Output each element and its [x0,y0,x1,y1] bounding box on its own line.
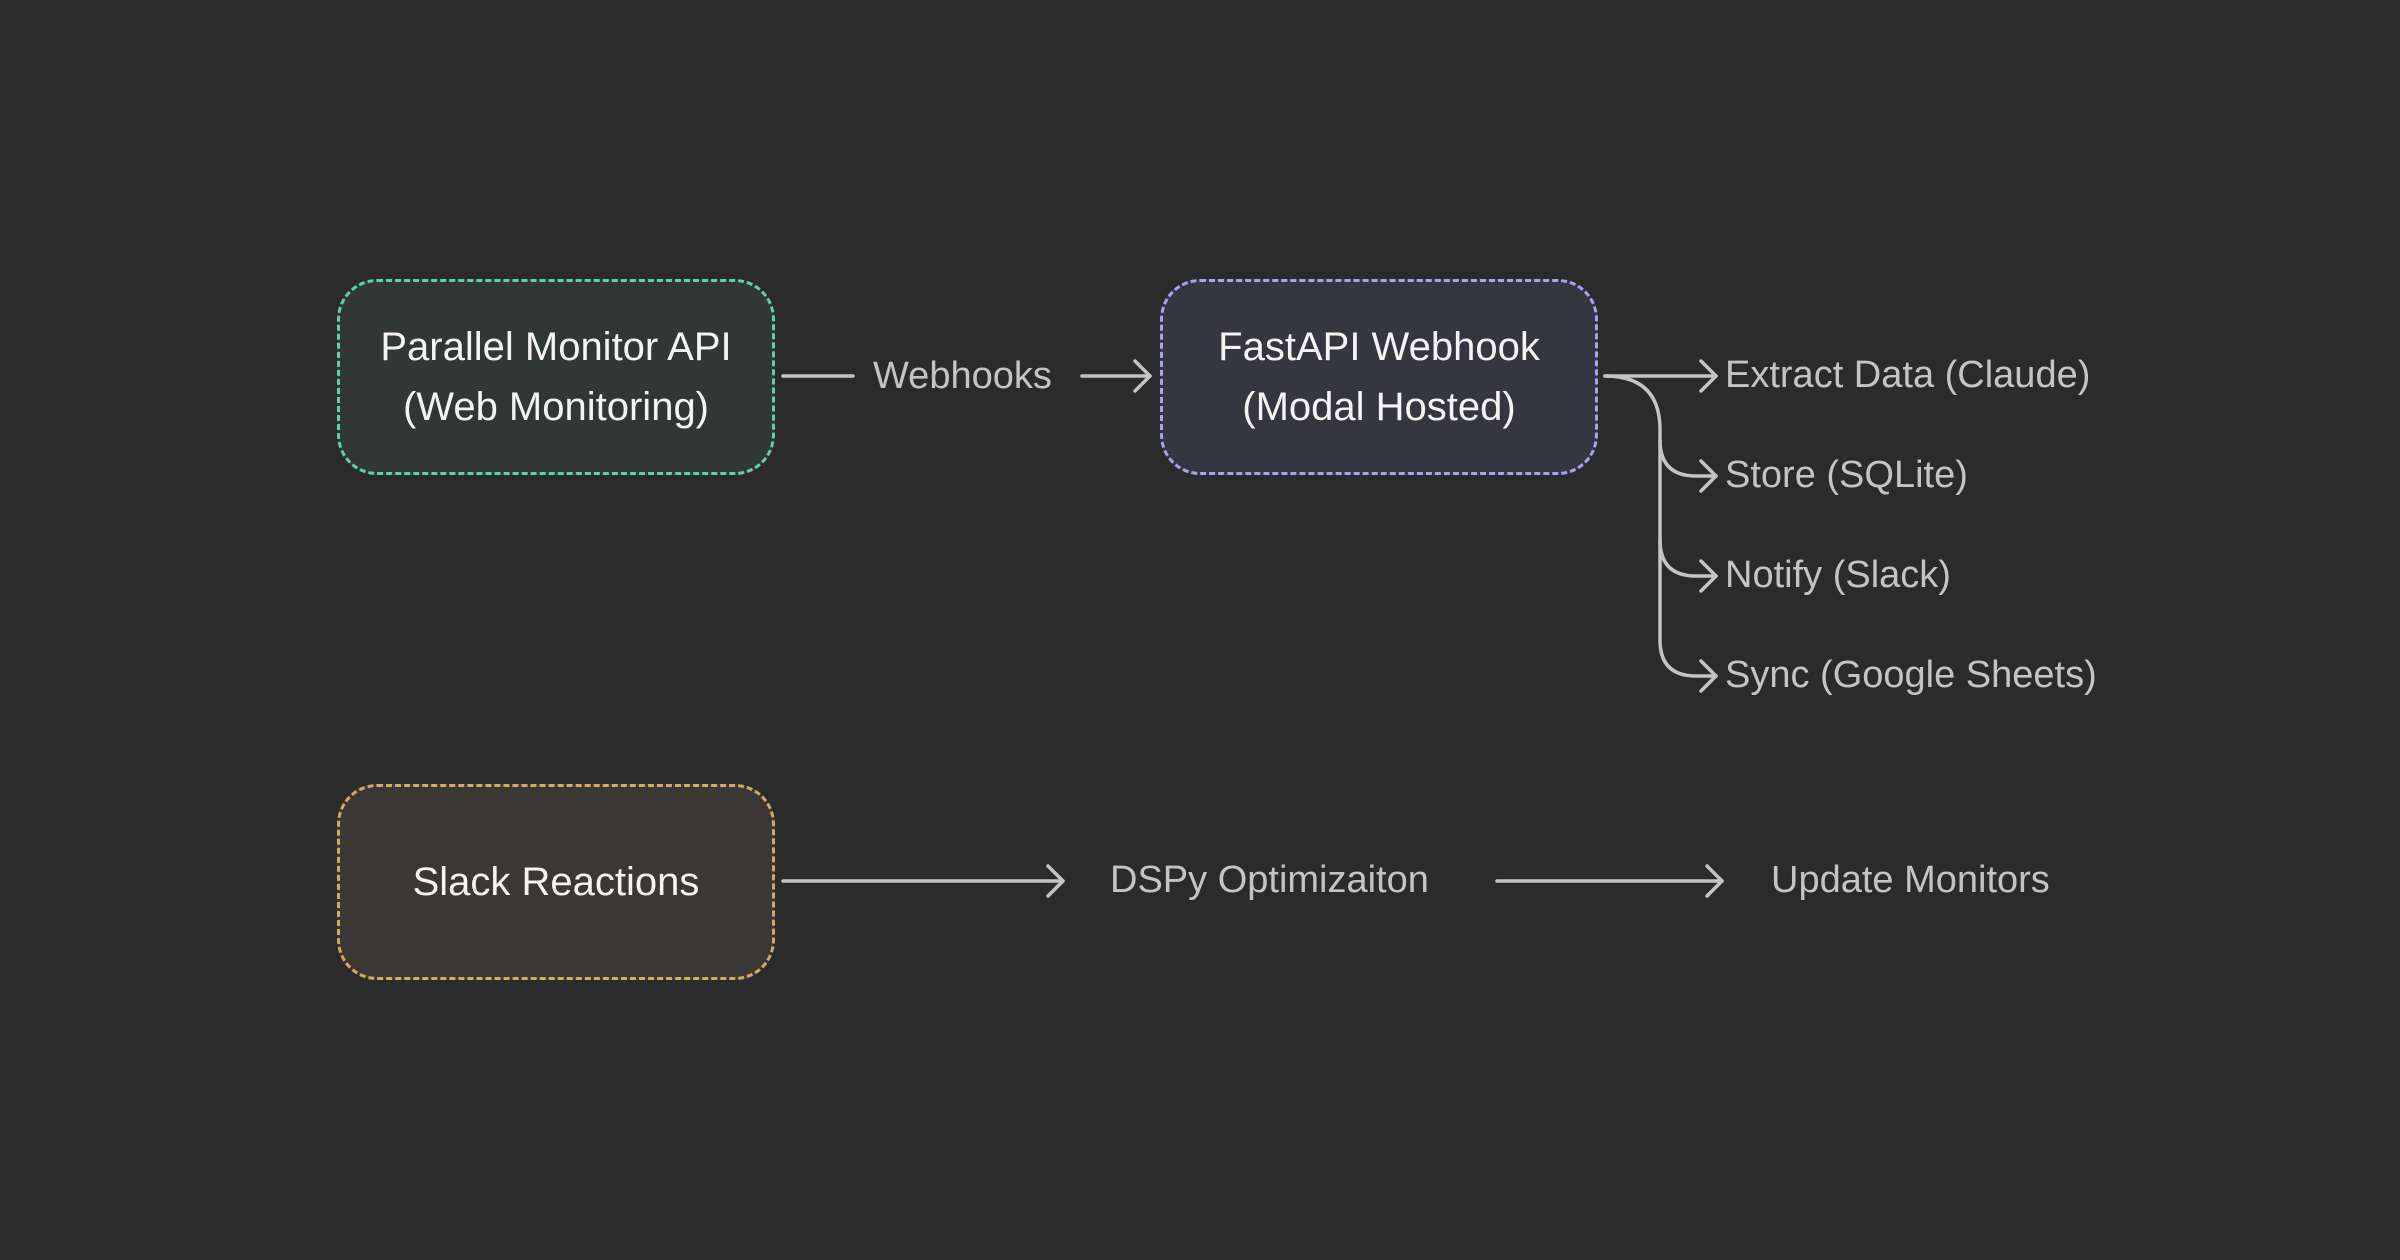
node-slack-reactions[interactable]: Slack Reactions [337,784,775,980]
output-sync: Sync (Google Sheets) [1725,654,2097,696]
edge-branch-notify [1658,538,1718,578]
node-parallel-monitor-api-label: Parallel Monitor API (Web Monitoring) [380,325,732,429]
flow-step-update-monitors: Update Monitors [1771,859,2050,901]
edge-branch-sync [1658,638,1718,678]
edge-arrowhead-extract [1699,359,1718,393]
edge-branch-curve [1603,374,1662,642]
node-fastapi-webhook-label: FastAPI Webhook (Modal Hosted) [1218,325,1540,429]
edge-arrowhead-notify [1699,559,1718,593]
node-fastapi-webhook[interactable]: FastAPI Webhook (Modal Hosted) [1160,279,1598,475]
output-extract-data: Extract Data (Claude) [1725,354,2091,396]
edge-arrowhead-update [1705,864,1724,898]
node-parallel-monitor-api[interactable]: Parallel Monitor API (Web Monitoring) [337,279,775,475]
output-notify: Notify (Slack) [1725,554,1951,596]
edge-arrowhead-fastapi [1133,359,1152,393]
flow-step-dspy-optimization: DSPy Optimizaiton [1110,859,1429,901]
node-slack-reactions-label: Slack Reactions [412,860,700,904]
edge-label-webhooks: Webhooks [873,355,1052,397]
edge-arrowhead-sync [1699,659,1718,693]
edge-arrowhead-store [1699,459,1718,493]
edge-arrowhead-dspy [1046,864,1065,898]
edge-branch-store [1658,438,1718,478]
output-store: Store (SQLite) [1725,454,1968,496]
